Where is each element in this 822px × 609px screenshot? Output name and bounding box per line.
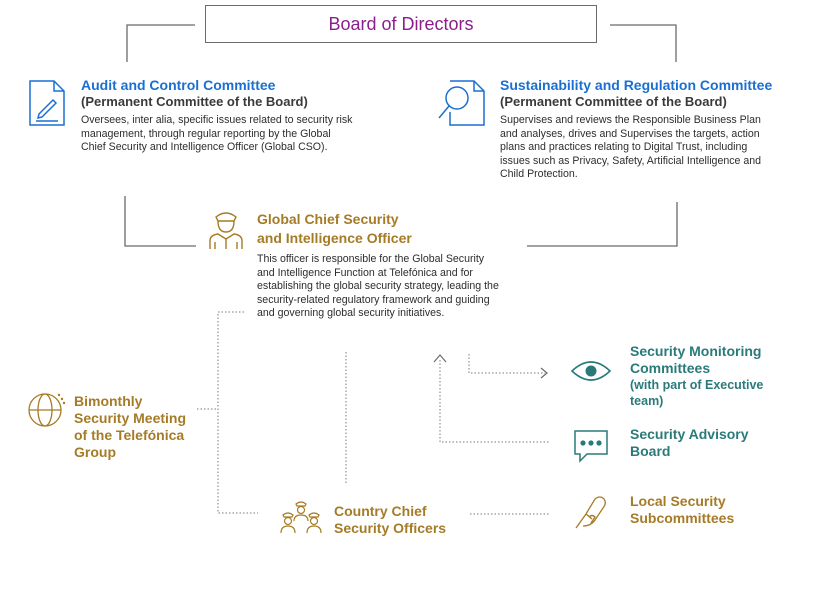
sustainability-desc-line: plans and practices relating to Digital … xyxy=(500,141,748,153)
monitoring-title-line: Security Monitoring xyxy=(630,343,762,359)
chat-bubble-icon xyxy=(574,430,608,463)
global-cso-desc-line: security-related regulatory framework an… xyxy=(257,293,490,306)
monitoring-sub-line: team) xyxy=(630,394,664,408)
team-officers-icon xyxy=(280,501,322,534)
connector-cso-bimonthly xyxy=(217,311,258,514)
connector-to-monitoring xyxy=(468,354,545,374)
sustainability-committee: Sustainability and Regulation Committee … xyxy=(500,77,810,182)
local-title-line: Subcommittees xyxy=(630,510,735,526)
monitoring-title: Security Monitoring Committees xyxy=(630,343,815,377)
globe-icon xyxy=(28,393,66,427)
bimonthly-meeting: Bimonthly Security Meeting of the Telefó… xyxy=(74,393,204,461)
bimonthly-title-line: Security Meeting xyxy=(74,410,187,426)
sustainability-description: Supervises and reviews the Responsible B… xyxy=(500,114,810,182)
sustainability-desc-line: Supervises and reviews the Responsible B… xyxy=(500,114,761,126)
audit-desc-line: management, through regular reporting by… xyxy=(81,127,331,140)
sustainability-desc-line: issues such as Privacy, Safety, Artifici… xyxy=(500,154,762,167)
monitoring-subtitle: (with part of Executive team) xyxy=(630,377,815,409)
audit-subtitle: (Permanent Committee of the Board) xyxy=(81,94,308,109)
document-search-icon xyxy=(438,80,485,126)
audit-description: Oversees, inter alia, specific issues re… xyxy=(81,114,401,155)
global-cso-desc-line: establishing the global security strateg… xyxy=(257,280,499,292)
bimonthly-title-line: Bimonthly xyxy=(74,393,143,409)
sustainability-desc-line: and analyses, drives and Supervises the … xyxy=(500,127,760,140)
audit-desc-line: Oversees, inter alia, specific issues re… xyxy=(81,114,353,126)
advisory-title-line: Security Advisory xyxy=(630,426,749,442)
global-cso-title-line: Global Chief Security xyxy=(257,211,399,227)
board-of-directors-box: Board of Directors xyxy=(205,5,597,43)
audit-committee: Audit and Control Committee (Permanent C… xyxy=(81,77,401,155)
connector-board-sustainability xyxy=(610,24,677,62)
security-monitoring-committees: Security Monitoring Committees (with par… xyxy=(630,343,815,409)
connector-board-audit xyxy=(126,24,195,62)
connector-sustainability-cso xyxy=(527,202,678,247)
bimonthly-title-line: of the Telefónica xyxy=(74,427,185,443)
monitoring-title-line: Committees xyxy=(630,360,711,376)
monitoring-sub-line: (with part of Executive xyxy=(630,378,764,392)
global-cso-desc-line: This officer is responsible for the Glob… xyxy=(257,253,485,265)
sustainability-title: Sustainability and Regulation Committee xyxy=(500,77,773,93)
document-edit-icon xyxy=(29,80,65,126)
hand-pointer-icon xyxy=(575,496,606,529)
local-security-subcommittees: Local Security Subcommittees xyxy=(630,493,810,527)
country-title-line: Security Officers xyxy=(334,520,447,536)
advisory-title-line: Board xyxy=(630,443,671,459)
audit-title: Audit and Control Committee xyxy=(81,77,276,93)
arrow-up-advisory xyxy=(433,354,447,363)
global-cso-desc-line: and Intelligence Function at Telefónica … xyxy=(257,266,473,279)
bimonthly-title-line: Group xyxy=(74,444,116,460)
arrow-monitoring xyxy=(540,367,548,379)
global-cso-description: This officer is responsible for the Glob… xyxy=(257,253,547,321)
global-cso-desc-line: and governing global security initiative… xyxy=(257,307,445,319)
audit-desc-line: Chief Security and Intelligence Officer … xyxy=(81,141,328,153)
local-title-line: Local Security xyxy=(630,493,726,509)
board-title: Board of Directors xyxy=(328,13,474,34)
security-officer-icon xyxy=(209,212,243,249)
eye-icon xyxy=(570,361,612,381)
country-title-line: Country Chief xyxy=(334,503,427,519)
sustainability-subtitle: (Permanent Committee of the Board) xyxy=(500,94,727,109)
connector-to-advisory xyxy=(439,360,550,443)
sustainability-desc-line: Child Protection. xyxy=(500,168,578,180)
global-cso-title: Global Chief Security and Intelligence O… xyxy=(257,210,547,248)
global-cso-title-line: and Intelligence Officer xyxy=(257,230,412,246)
country-chief-security-officers: Country Chief Security Officers xyxy=(334,503,494,537)
connector-audit-cso xyxy=(124,196,196,247)
security-advisory-board: Security Advisory Board xyxy=(630,426,810,460)
global-cso: Global Chief Security and Intelligence O… xyxy=(257,210,547,321)
